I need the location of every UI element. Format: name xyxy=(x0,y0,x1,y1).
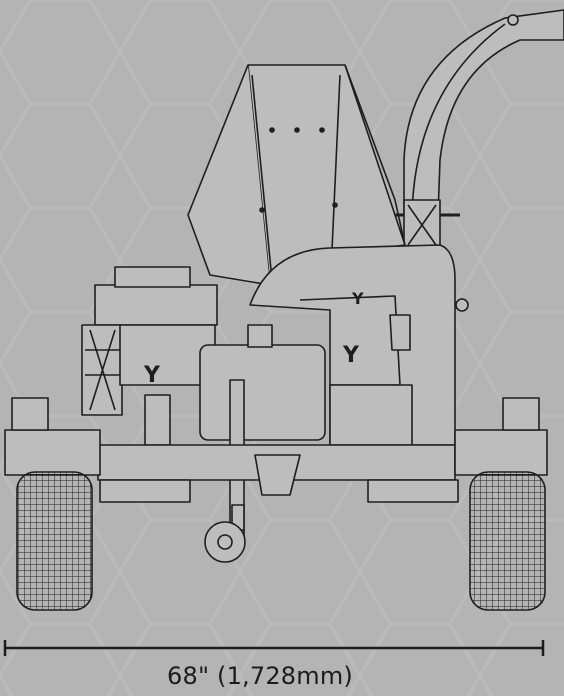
logo-mark-housing: Y xyxy=(342,343,360,368)
logo-mark-engine: Y xyxy=(143,363,161,388)
width-dimension-label: 68" (1,728mm) xyxy=(167,662,353,690)
engine xyxy=(81,266,218,416)
fuel-tank xyxy=(144,324,326,541)
chipper-housing xyxy=(249,244,469,446)
logo-mark-top: Y xyxy=(351,289,364,308)
feed-hopper xyxy=(187,64,406,286)
right-tire xyxy=(469,471,546,611)
frame xyxy=(4,397,548,503)
width-dimension-line xyxy=(3,640,545,656)
left-tire xyxy=(16,471,93,611)
jack-wheel xyxy=(204,504,246,563)
